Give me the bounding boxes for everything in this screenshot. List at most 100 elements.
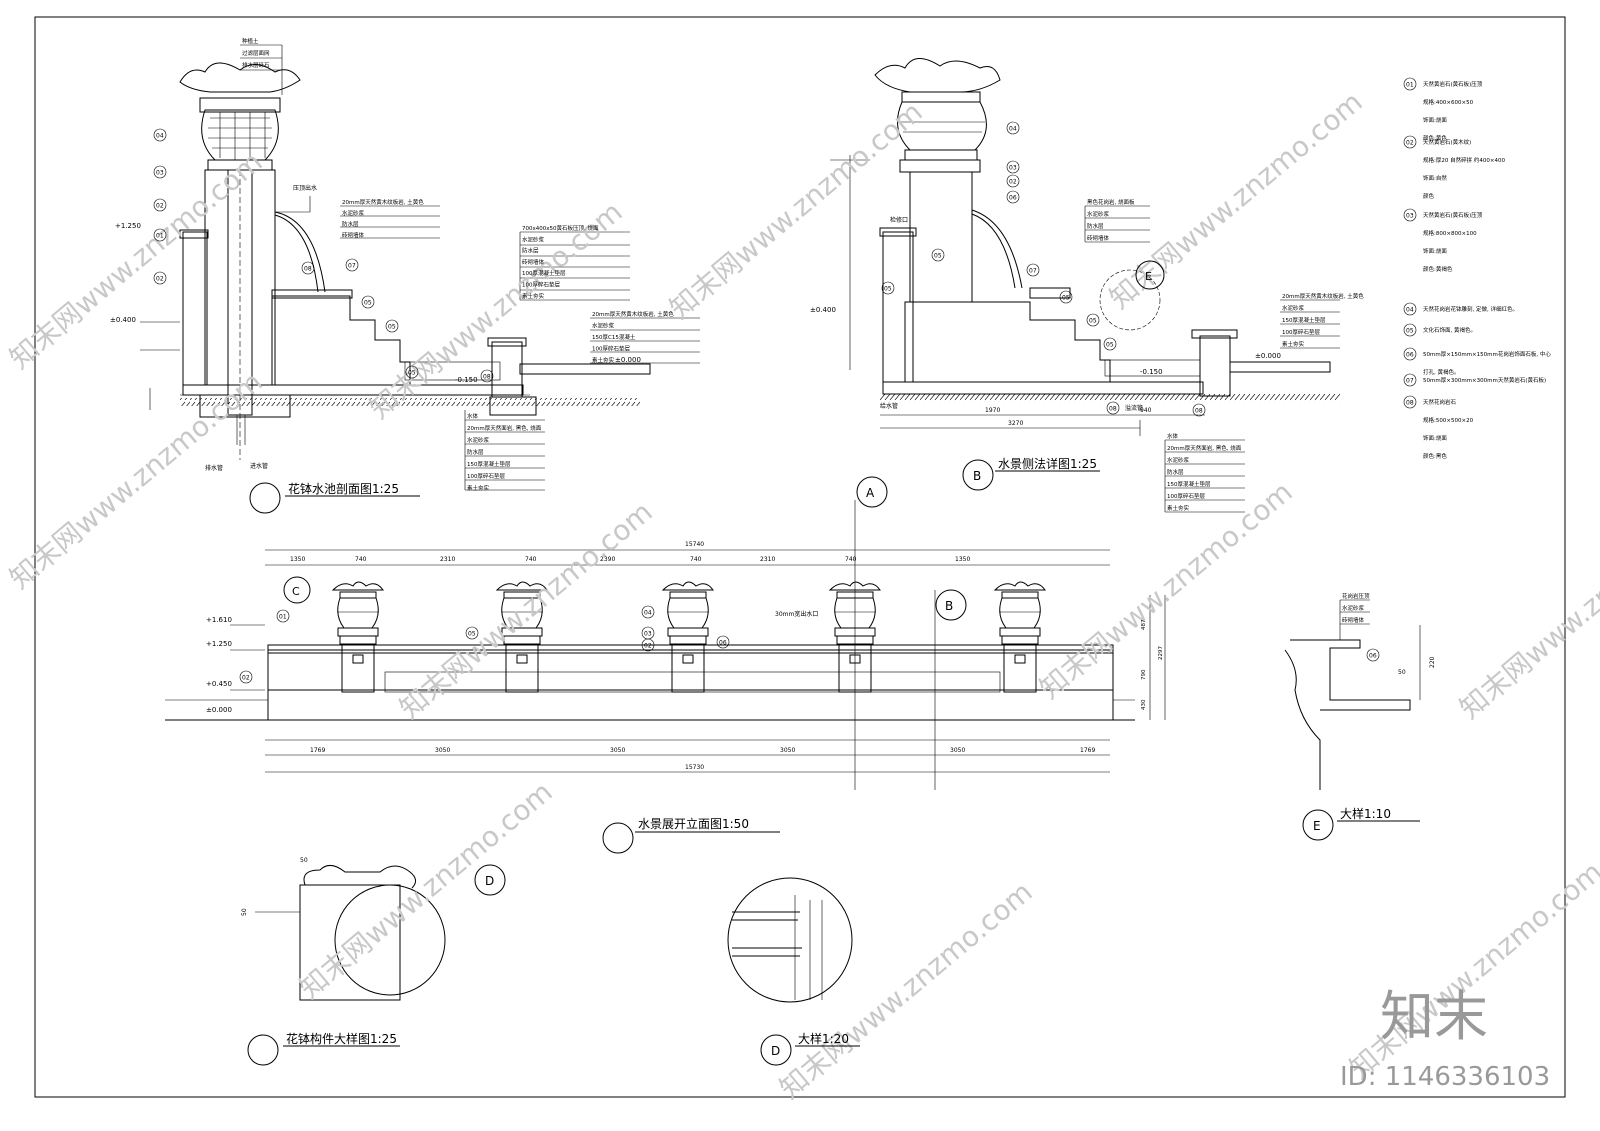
leader-b3: 20mm厚天然面岩, 黑色, 烧面	[1167, 444, 1242, 452]
number-marker-label: 05	[1089, 318, 1097, 325]
svg-text:+1.250: +1.250	[206, 640, 232, 648]
svg-text:-0.150: -0.150	[1140, 368, 1163, 376]
legend-line: 天然花岗岩石	[1423, 398, 1457, 406]
number-marker-label: 03	[644, 631, 652, 638]
number-marker: 05	[1059, 290, 1073, 304]
number-marker: 05	[405, 365, 419, 379]
svg-text:B: B	[973, 469, 981, 483]
elevation-dims	[230, 500, 1166, 790]
number-marker-label: 07	[1406, 378, 1414, 385]
svg-text:±0.400: ±0.400	[810, 306, 836, 314]
leader-e: 水泥砂浆	[1342, 604, 1365, 612]
dim-bottom-segment: 1769	[1080, 747, 1095, 754]
legend-line: 颜色:黄褐色	[1423, 265, 1453, 273]
svg-text:±0.000: ±0.000	[615, 356, 641, 364]
title-detail-e: 大样1:10	[1340, 806, 1391, 821]
elevation-planters	[331, 581, 1046, 693]
leader-a4: 100厚碎石垫层	[467, 472, 505, 480]
number-marker: 02	[239, 670, 253, 684]
leader-b3: 素土夯实	[1167, 504, 1190, 512]
number-marker-label: 03	[156, 170, 164, 177]
dim-bottom-segment: 3050	[780, 747, 795, 754]
legend-line: 颜色	[1423, 192, 1435, 200]
svg-text:知末网www.znzmo.com: 知末网www.znzmo.com	[1103, 85, 1368, 315]
number-marker: 02	[641, 638, 655, 652]
svg-text:+1.250: +1.250	[115, 222, 141, 230]
svg-text:+0.450: +0.450	[206, 680, 232, 688]
leader-a3: 150厚C15混凝土	[592, 333, 636, 341]
number-marker: 01	[276, 609, 290, 623]
leader-a: 防水层	[342, 220, 359, 228]
dim-right: 790	[1141, 669, 1147, 680]
number-marker-label: 02	[156, 276, 164, 283]
dim-top-segment: 740	[525, 556, 537, 563]
leader-top: 排水层砾石	[242, 61, 270, 69]
number-marker-label: 05	[934, 253, 942, 260]
leader-a2: 水泥砂浆	[522, 235, 545, 243]
dim-top-segment: 2310	[760, 556, 775, 563]
title-detail-d: 大样1:20	[798, 1031, 849, 1046]
elevation-planter	[495, 581, 548, 693]
level-labels: +1.250 ±0.400 -0.150 ±0.000 ±0.400 -0.15…	[110, 222, 1281, 714]
number-marker: 08	[1106, 401, 1120, 415]
number-marker: 04	[641, 605, 655, 619]
number-marker: 08	[480, 369, 494, 383]
dim-top-segment: 740	[845, 556, 857, 563]
svg-text:±0.000: ±0.000	[206, 706, 232, 714]
svg-text:30mm宽出水口: 30mm宽出水口	[775, 610, 818, 618]
number-marker-label: 05	[468, 631, 476, 638]
number-marker-label: 05	[884, 286, 892, 293]
svg-text:知末网www.znzmo.com: 知末网www.znzmo.com	[773, 875, 1038, 1105]
number-marker-label: 01	[1406, 82, 1414, 89]
elevation-planter	[661, 581, 714, 693]
dim-bottom-segment: 1769	[310, 747, 325, 754]
svg-text:给水管: 给水管	[880, 402, 898, 410]
number-marker-label: 04	[1009, 126, 1017, 133]
number-marker: 07	[1026, 263, 1040, 277]
number-marker: 05	[385, 319, 399, 333]
legend-line: 文化石饰面, 黄褐色。	[1423, 326, 1476, 334]
detail-c-drawing	[255, 865, 446, 1001]
leader-a: 砖砌墙体	[342, 231, 365, 239]
svg-text:D: D	[771, 1044, 780, 1058]
number-marker-label: 06	[1406, 352, 1414, 359]
legend-line: 天然黄岩石(黄木纹)	[1423, 138, 1471, 146]
svg-text:±0.000: ±0.000	[1255, 352, 1281, 360]
svg-text:知末网www.znzmo.com: 知末网www.znzmo.com	[3, 145, 268, 375]
number-marker-label: 04	[644, 610, 652, 617]
number-marker-label: 06	[1369, 653, 1377, 660]
dim-right: 487	[1141, 619, 1147, 630]
legend-line: 饰面:烧面	[1423, 434, 1447, 442]
sheet-border	[34, 16, 1566, 1098]
leader-a3: 素土夯实	[592, 356, 615, 364]
legend-line: 天然黄岩石(黄石板)压顶	[1423, 80, 1483, 88]
dim-side: 1970	[985, 407, 1000, 414]
legend-line: 饰面:自然	[1423, 174, 1447, 182]
leader-b3: 100厚碎石垫层	[1167, 492, 1205, 500]
number-marker-label: 08	[1406, 400, 1414, 407]
svg-text:压顶出水: 压顶出水	[293, 184, 317, 192]
number-marker: 06	[1366, 648, 1380, 662]
leader-b3: 水体	[1167, 432, 1179, 440]
elevation-drawing	[165, 549, 1135, 721]
leader-b2: 100厚碎石垫层	[1282, 328, 1320, 336]
dim-e: 220	[1429, 656, 1436, 668]
legend-line: 天然黄岩石(黄石板)压顶	[1423, 211, 1483, 219]
number-marker: 03	[641, 626, 655, 640]
leader-b: 防水层	[1087, 222, 1104, 230]
brand-logo: 知末	[1380, 985, 1488, 1048]
title-elevation: 水景展开立面图1:50	[638, 816, 749, 831]
section-b-drawing	[874, 58, 1340, 402]
svg-text:B: B	[945, 599, 953, 613]
number-marker: 05	[931, 248, 945, 262]
small-labels: 压顶出水 排水管 进水管 溢流管 检修口 给水管 30mm宽出水口	[205, 184, 1143, 618]
dim-bottom-segment: 3050	[435, 747, 450, 754]
number-marker: 06	[716, 635, 730, 649]
leader-a4: 20mm厚天然面岩, 黑色, 烧面	[467, 424, 542, 432]
svg-text:±0.400: ±0.400	[110, 316, 136, 324]
leader-a3: 水泥砂浆	[592, 322, 615, 330]
number-marker: 07	[1403, 373, 1417, 387]
number-marker-label: 01	[279, 614, 287, 621]
